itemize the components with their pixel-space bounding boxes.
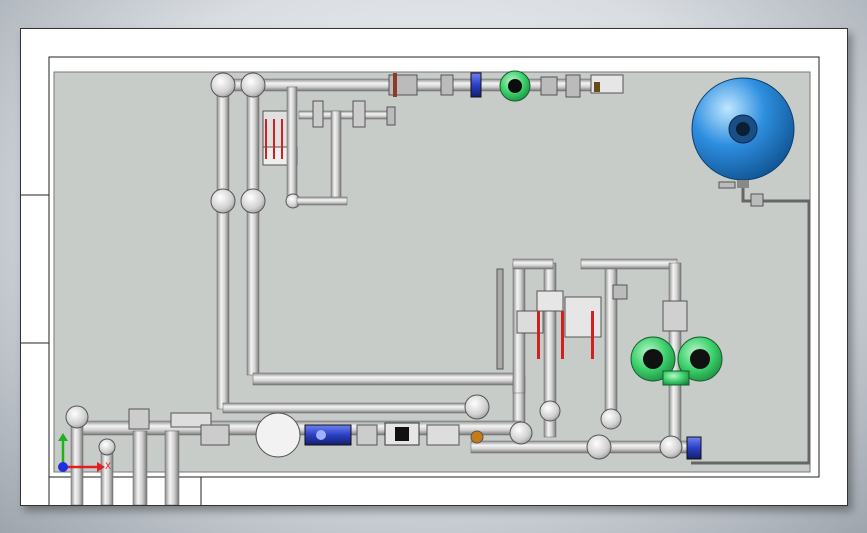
drawing-canvas[interactable]: X — [21, 29, 847, 505]
tank-valve[interactable] — [718, 181, 764, 207]
sheet-frame — [21, 56, 820, 505]
bottom-drops — [70, 410, 180, 505]
bottom-fittings[interactable] — [65, 394, 702, 460]
triad-x-label: X — [105, 462, 111, 472]
flanges-left[interactable] — [210, 72, 266, 214]
top-header-pipe — [222, 78, 624, 92]
pump-station-manifold[interactable] — [496, 268, 688, 430]
supply-bend-pipe — [222, 402, 484, 414]
riser-pipe-right — [246, 84, 260, 376]
return-pipe-horizontal — [252, 372, 524, 386]
riser-pipe-left — [216, 84, 230, 410]
tank-outlet-pipe — [691, 188, 811, 465]
top-header-fittings[interactable] — [388, 70, 624, 102]
twin-pump-group[interactable] — [630, 336, 723, 386]
expansion-tank[interactable] — [691, 77, 795, 188]
drawing-sheet: X — [20, 28, 848, 506]
coordinate-triad: X — [58, 433, 111, 472]
triad-z-axis — [58, 462, 68, 472]
control-manifold[interactable] — [262, 86, 396, 209]
